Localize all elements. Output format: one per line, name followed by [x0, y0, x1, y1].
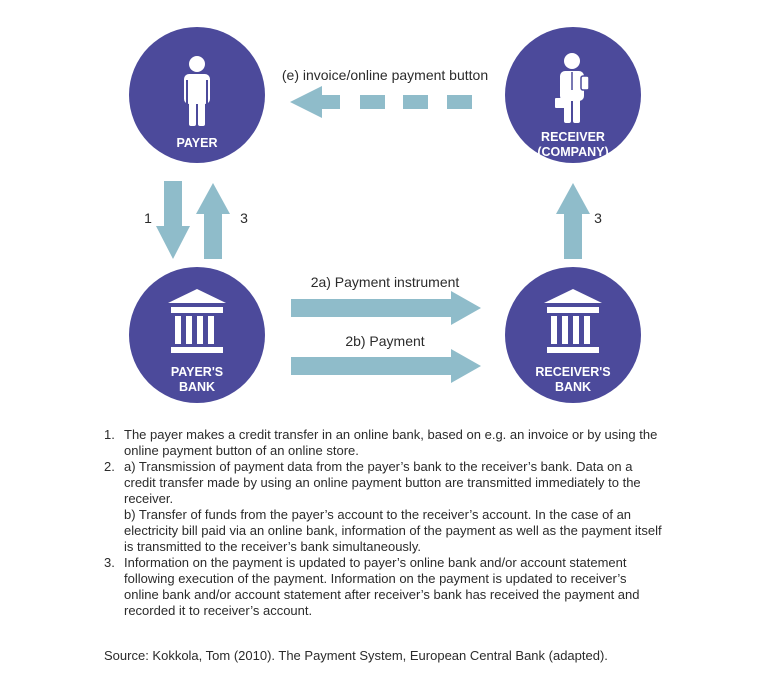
- person-icon: [184, 56, 210, 126]
- payers-bank-label-line2: BANK: [179, 380, 215, 394]
- receivers-bank-node: RECEIVER'S BANK: [505, 267, 641, 403]
- payers-bank-label-line1: PAYER'S: [171, 365, 223, 379]
- receiver-label-line2: (COMPANY): [537, 145, 608, 159]
- step3-left-label: 3: [240, 210, 248, 226]
- step1-arrow: [156, 181, 190, 259]
- note-number: 2.: [104, 459, 115, 474]
- step1-label: 1: [144, 210, 152, 226]
- note-text: Information on the payment is updated to…: [124, 555, 640, 618]
- note-number: 1.: [104, 427, 115, 442]
- payment-instrument-arrow: [291, 291, 481, 325]
- receiver-label-line1: RECEIVER: [541, 130, 605, 144]
- note-text-2b: b) Transfer of funds from the payer’s ac…: [124, 507, 662, 554]
- note-item: 1. The payer makes a credit transfer in …: [104, 427, 664, 459]
- source-citation: Source: Kokkola, Tom (2010). The Payment…: [104, 648, 608, 663]
- note-text-2a: a) Transmission of payment data from the…: [124, 459, 641, 506]
- receivers-bank-label-line1: RECEIVER'S: [535, 365, 610, 379]
- businessperson-icon: [555, 53, 590, 123]
- step3-right-arrow: [556, 183, 590, 259]
- invoice-arrow: [290, 86, 472, 118]
- note-number: 3.: [104, 555, 115, 570]
- step3-left-arrow: [196, 183, 230, 259]
- note-item: 3. Information on the payment is updated…: [104, 555, 664, 619]
- note-item: 2. a) Transmission of payment data from …: [104, 459, 664, 555]
- payer-node: PAYER: [129, 27, 265, 163]
- payers-bank-node: PAYER'S BANK: [129, 267, 265, 403]
- payment-flow-diagram: PAYER RECEIVER (COMPANY) PAYER'S BANK RE…: [129, 27, 641, 403]
- note-text: The payer makes a credit transfer in an …: [124, 427, 658, 458]
- payer-label: PAYER: [177, 136, 218, 150]
- step3-right-label: 3: [594, 210, 602, 226]
- invoice-arrow-label: (e) invoice/online payment button: [282, 67, 488, 83]
- payment-arrow: [291, 349, 481, 383]
- payment-label: 2b) Payment: [345, 333, 424, 349]
- receiver-node: RECEIVER (COMPANY): [505, 27, 641, 163]
- receivers-bank-label-line2: BANK: [555, 380, 591, 394]
- explanation-notes: 1. The payer makes a credit transfer in …: [104, 427, 664, 619]
- payment-instrument-label: 2a) Payment instrument: [311, 274, 460, 290]
